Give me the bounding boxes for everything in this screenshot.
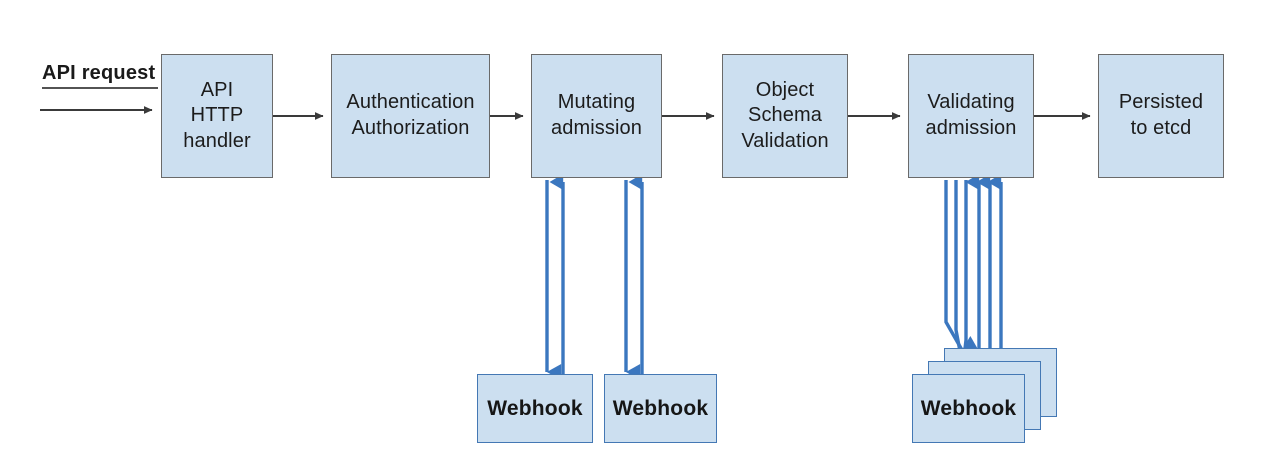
webhook-validating-1-label: Webhook <box>920 396 1017 420</box>
call-validating-webhook-3 <box>944 180 979 351</box>
api-request-label: API request <box>42 62 156 84</box>
call-validating-webhook-1 <box>960 180 977 386</box>
webhook-mutating-1-label: Webhook <box>487 396 583 420</box>
webhook-mutating-1[interactable]: Webhook <box>477 374 593 443</box>
edge-request-to-handler <box>40 87 158 114</box>
webhook-validating-1[interactable]: Webhook <box>912 374 1025 443</box>
call-validating-webhook-2 <box>954 180 978 368</box>
webhook-mutating-2[interactable]: Webhook <box>604 374 717 443</box>
webhook-mutating-2-label: Webhook <box>612 396 709 420</box>
